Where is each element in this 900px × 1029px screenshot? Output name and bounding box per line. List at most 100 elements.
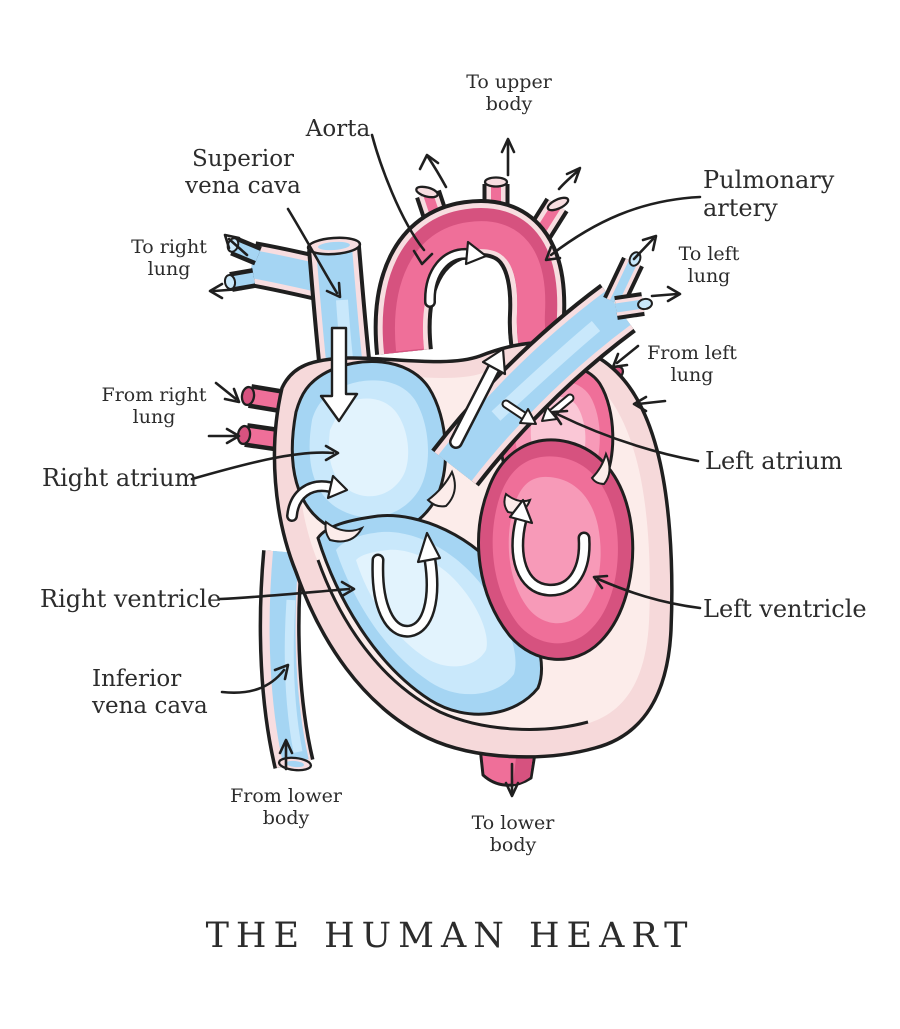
label-line: vena cava xyxy=(92,693,208,720)
mitral-valve-flap xyxy=(590,451,611,486)
label-to-upper-body: To upper body xyxy=(466,71,552,116)
arch-stub-cap xyxy=(415,185,439,199)
label-line: From left xyxy=(647,342,737,364)
flow-arrow-la xyxy=(549,395,573,416)
label-line: To upper xyxy=(466,71,552,93)
flow-arrow-lv-u xyxy=(513,516,589,595)
arrow-head xyxy=(223,233,241,250)
flow-arrow-pa xyxy=(451,363,499,447)
label-to-left-lung: To left lung xyxy=(679,243,740,288)
leader-superior-vena-cava xyxy=(286,207,339,295)
arrow-from-left-lung xyxy=(636,399,667,406)
flow-arrow-ra-head xyxy=(326,474,349,500)
arch-stub-cap xyxy=(546,196,570,212)
leader-right-atrium xyxy=(190,451,335,481)
flow-arrow-pa-head xyxy=(481,347,507,376)
ivc-highlight xyxy=(284,599,303,753)
arrow-head xyxy=(412,249,434,266)
leader-left-ventricle xyxy=(596,577,702,610)
arch-fill xyxy=(395,221,550,362)
svc-cut-lumen xyxy=(318,241,350,251)
arrow-to-left-lung xyxy=(632,237,655,261)
label-line: Inferior xyxy=(92,666,182,692)
label-line: artery xyxy=(703,194,778,223)
label-line: body xyxy=(262,807,310,830)
vein-stub-cap xyxy=(240,385,256,407)
arch-stub-cap xyxy=(483,176,509,188)
tricuspid-valve-flap xyxy=(426,469,456,508)
label-line: lung xyxy=(687,265,731,288)
arrow-head xyxy=(565,166,582,184)
label-line: body xyxy=(489,834,537,857)
arrow-head xyxy=(273,663,290,681)
arrow-head xyxy=(223,387,241,404)
arrow-head xyxy=(340,580,356,598)
arrow-head xyxy=(632,395,648,413)
arrow-from-left-lung xyxy=(615,344,640,365)
arrow-head xyxy=(504,781,520,798)
label-line: Left atrium xyxy=(705,447,843,475)
arrow-head xyxy=(551,409,569,426)
right-atrium-chamber xyxy=(290,359,448,539)
flow-arrow-la xyxy=(503,401,527,419)
arrow-head xyxy=(611,352,629,369)
label-superior-vena-cava: Superior vena cava xyxy=(185,146,301,200)
label-line: lung xyxy=(132,406,176,429)
arrow-head xyxy=(208,282,224,300)
arrow-to-right-lung xyxy=(227,237,249,257)
label-line: From right xyxy=(101,384,207,406)
arrow-from-right-lung xyxy=(214,381,238,401)
annotation-arrows xyxy=(190,133,702,798)
aortic-arch xyxy=(373,176,571,369)
label-left-ventricle: Left ventricle xyxy=(703,595,867,623)
inferior-vena-cava-vessel xyxy=(258,550,315,772)
arrow-head xyxy=(500,137,516,154)
label-to-lower-body: To lower body xyxy=(472,812,555,857)
heart-inner-contour xyxy=(316,559,589,731)
arrow-head xyxy=(544,245,562,262)
leader-left-atrium xyxy=(555,412,700,463)
leader-aorta xyxy=(370,133,426,252)
leader-right-ventricle xyxy=(218,587,351,601)
label-line: To left xyxy=(678,243,740,265)
label-line: Superior xyxy=(191,146,295,172)
label-inferior-vena-cava: Inferior vena cava xyxy=(92,666,208,720)
label-left-atrium: Left atrium xyxy=(705,447,843,475)
ivc-cut-lumen xyxy=(286,760,304,768)
arrow-to-left-lung xyxy=(650,292,679,298)
tricuspid-valve-flap xyxy=(324,520,365,543)
arrow-head xyxy=(225,427,241,445)
flow-arrow-lv-head xyxy=(508,498,534,525)
flow-arrow-svc-down xyxy=(319,326,359,423)
pa-prong-fill xyxy=(609,260,638,304)
flow-arrow-rv-u xyxy=(373,556,436,636)
arrow-to-upper-body xyxy=(426,155,448,189)
right-atrium-core xyxy=(328,398,409,497)
flow-arrow-la-head xyxy=(519,408,537,425)
arrow-head xyxy=(666,285,682,303)
label-aorta: Aorta xyxy=(306,116,370,143)
label-from-left-lung: From left lung xyxy=(647,342,737,387)
label-line: Pulmonary xyxy=(703,166,835,194)
arrow-head xyxy=(641,234,658,252)
label-right-ventricle: Right ventricle xyxy=(40,585,221,613)
label-pulmonary-artery: Pulmonary artery xyxy=(703,166,834,223)
label-line: lung xyxy=(147,258,191,281)
label-line: vena cava xyxy=(185,173,301,200)
label-to-right-lung: To right lung xyxy=(131,236,207,281)
arrow-head xyxy=(324,444,340,462)
label-from-lower-body: From lower body xyxy=(230,785,342,830)
label-line: Left ventricle xyxy=(703,595,867,623)
flow-arrow-la-head xyxy=(541,406,558,422)
label-right-atrium: Right atrium xyxy=(42,464,197,492)
blood-flow-arrows xyxy=(286,240,591,638)
leader-inferior-vena-cava xyxy=(220,668,286,694)
page-title: THE HUMAN HEART xyxy=(205,916,695,956)
flow-arrow-ra-curl xyxy=(288,482,334,520)
right-ventricle-core xyxy=(356,549,487,667)
label-line: Right ventricle xyxy=(40,585,222,613)
arrow-to-upper-body xyxy=(557,168,581,191)
label-line: To lower xyxy=(471,812,555,834)
arrow-head xyxy=(278,738,294,755)
